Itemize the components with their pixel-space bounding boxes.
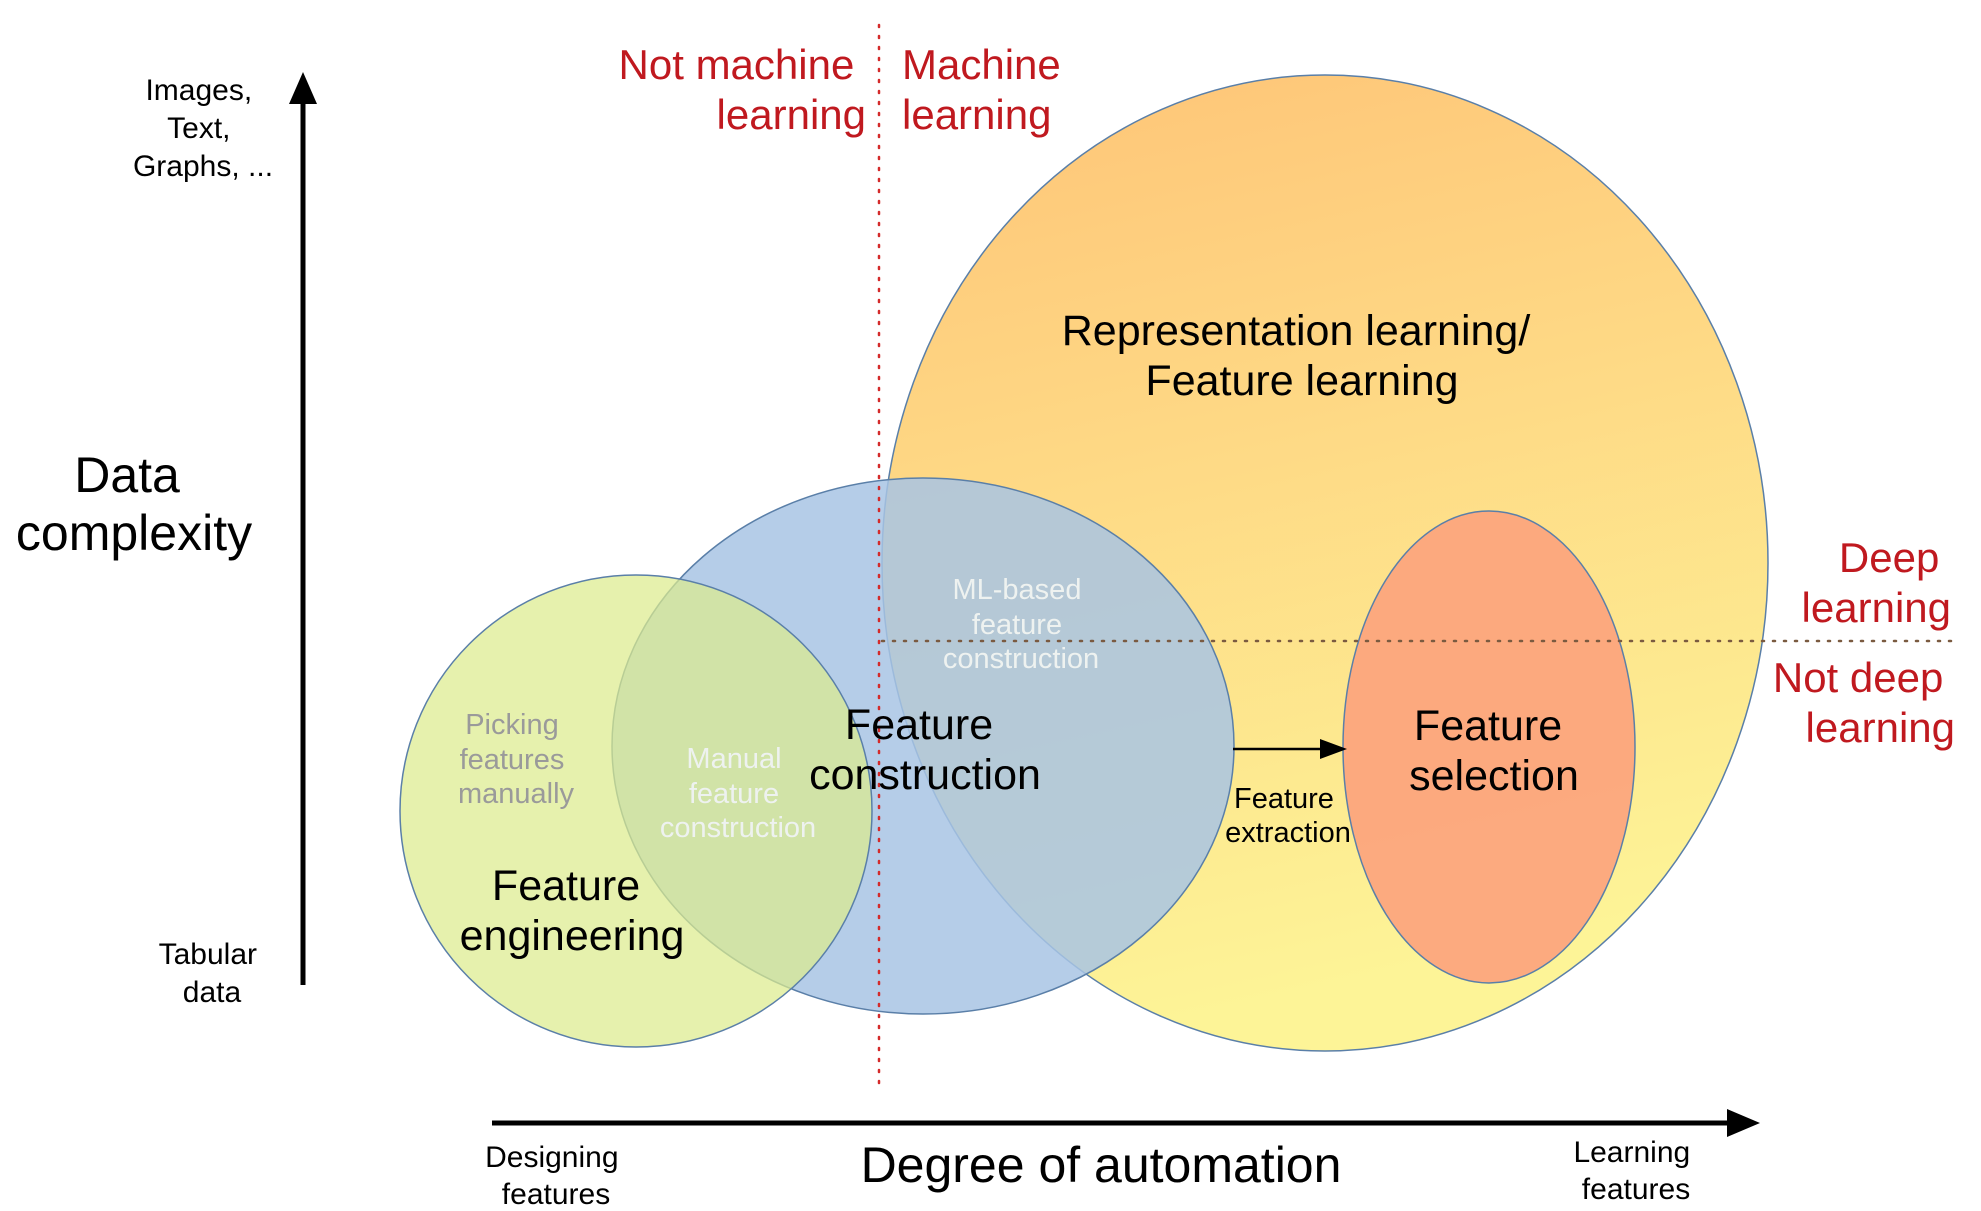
representation-learning-label: Representation learning/ Feature learnin… <box>1062 307 1542 405</box>
x-right-label: Learning features <box>1573 1136 1698 1206</box>
not-deep-learning-label: Not deep learning <box>1773 654 1955 751</box>
manual-feature-construction-label: Manual feature construction <box>660 743 816 844</box>
feature-selection-ellipse <box>1342 510 1636 984</box>
x-axis-arrowhead <box>1727 1109 1760 1137</box>
feature-engineering-label: Feature engineering <box>460 862 685 960</box>
feature-extraction-arrowhead <box>1320 739 1347 759</box>
y-bottom-label: Tabular data <box>159 938 266 1009</box>
y-axis-arrowhead <box>289 72 317 104</box>
machine-learning-label: Machine learning <box>902 41 1072 138</box>
x-left-label: Designing features <box>485 1141 627 1211</box>
y-axis-title: Data complexity <box>16 447 252 561</box>
feature-extraction-label: Feature extraction <box>1225 783 1351 849</box>
y-top-label: Images, Text, Graphs, ... <box>133 74 273 183</box>
feature-engineering-circle <box>399 574 873 1048</box>
ml-based-feature-construction-label: ML-based feature construction <box>943 574 1099 675</box>
feature-selection-label: Feature selection <box>1409 702 1579 800</box>
picking-features-manually-label: Picking features manually <box>458 709 575 810</box>
not-machine-learning-label: Not machine learning <box>619 41 866 138</box>
x-axis-title: Degree of automation <box>861 1137 1342 1193</box>
deep-learning-label: Deep learning <box>1802 534 1951 631</box>
feature-construction-label: Feature construction <box>809 701 1041 799</box>
